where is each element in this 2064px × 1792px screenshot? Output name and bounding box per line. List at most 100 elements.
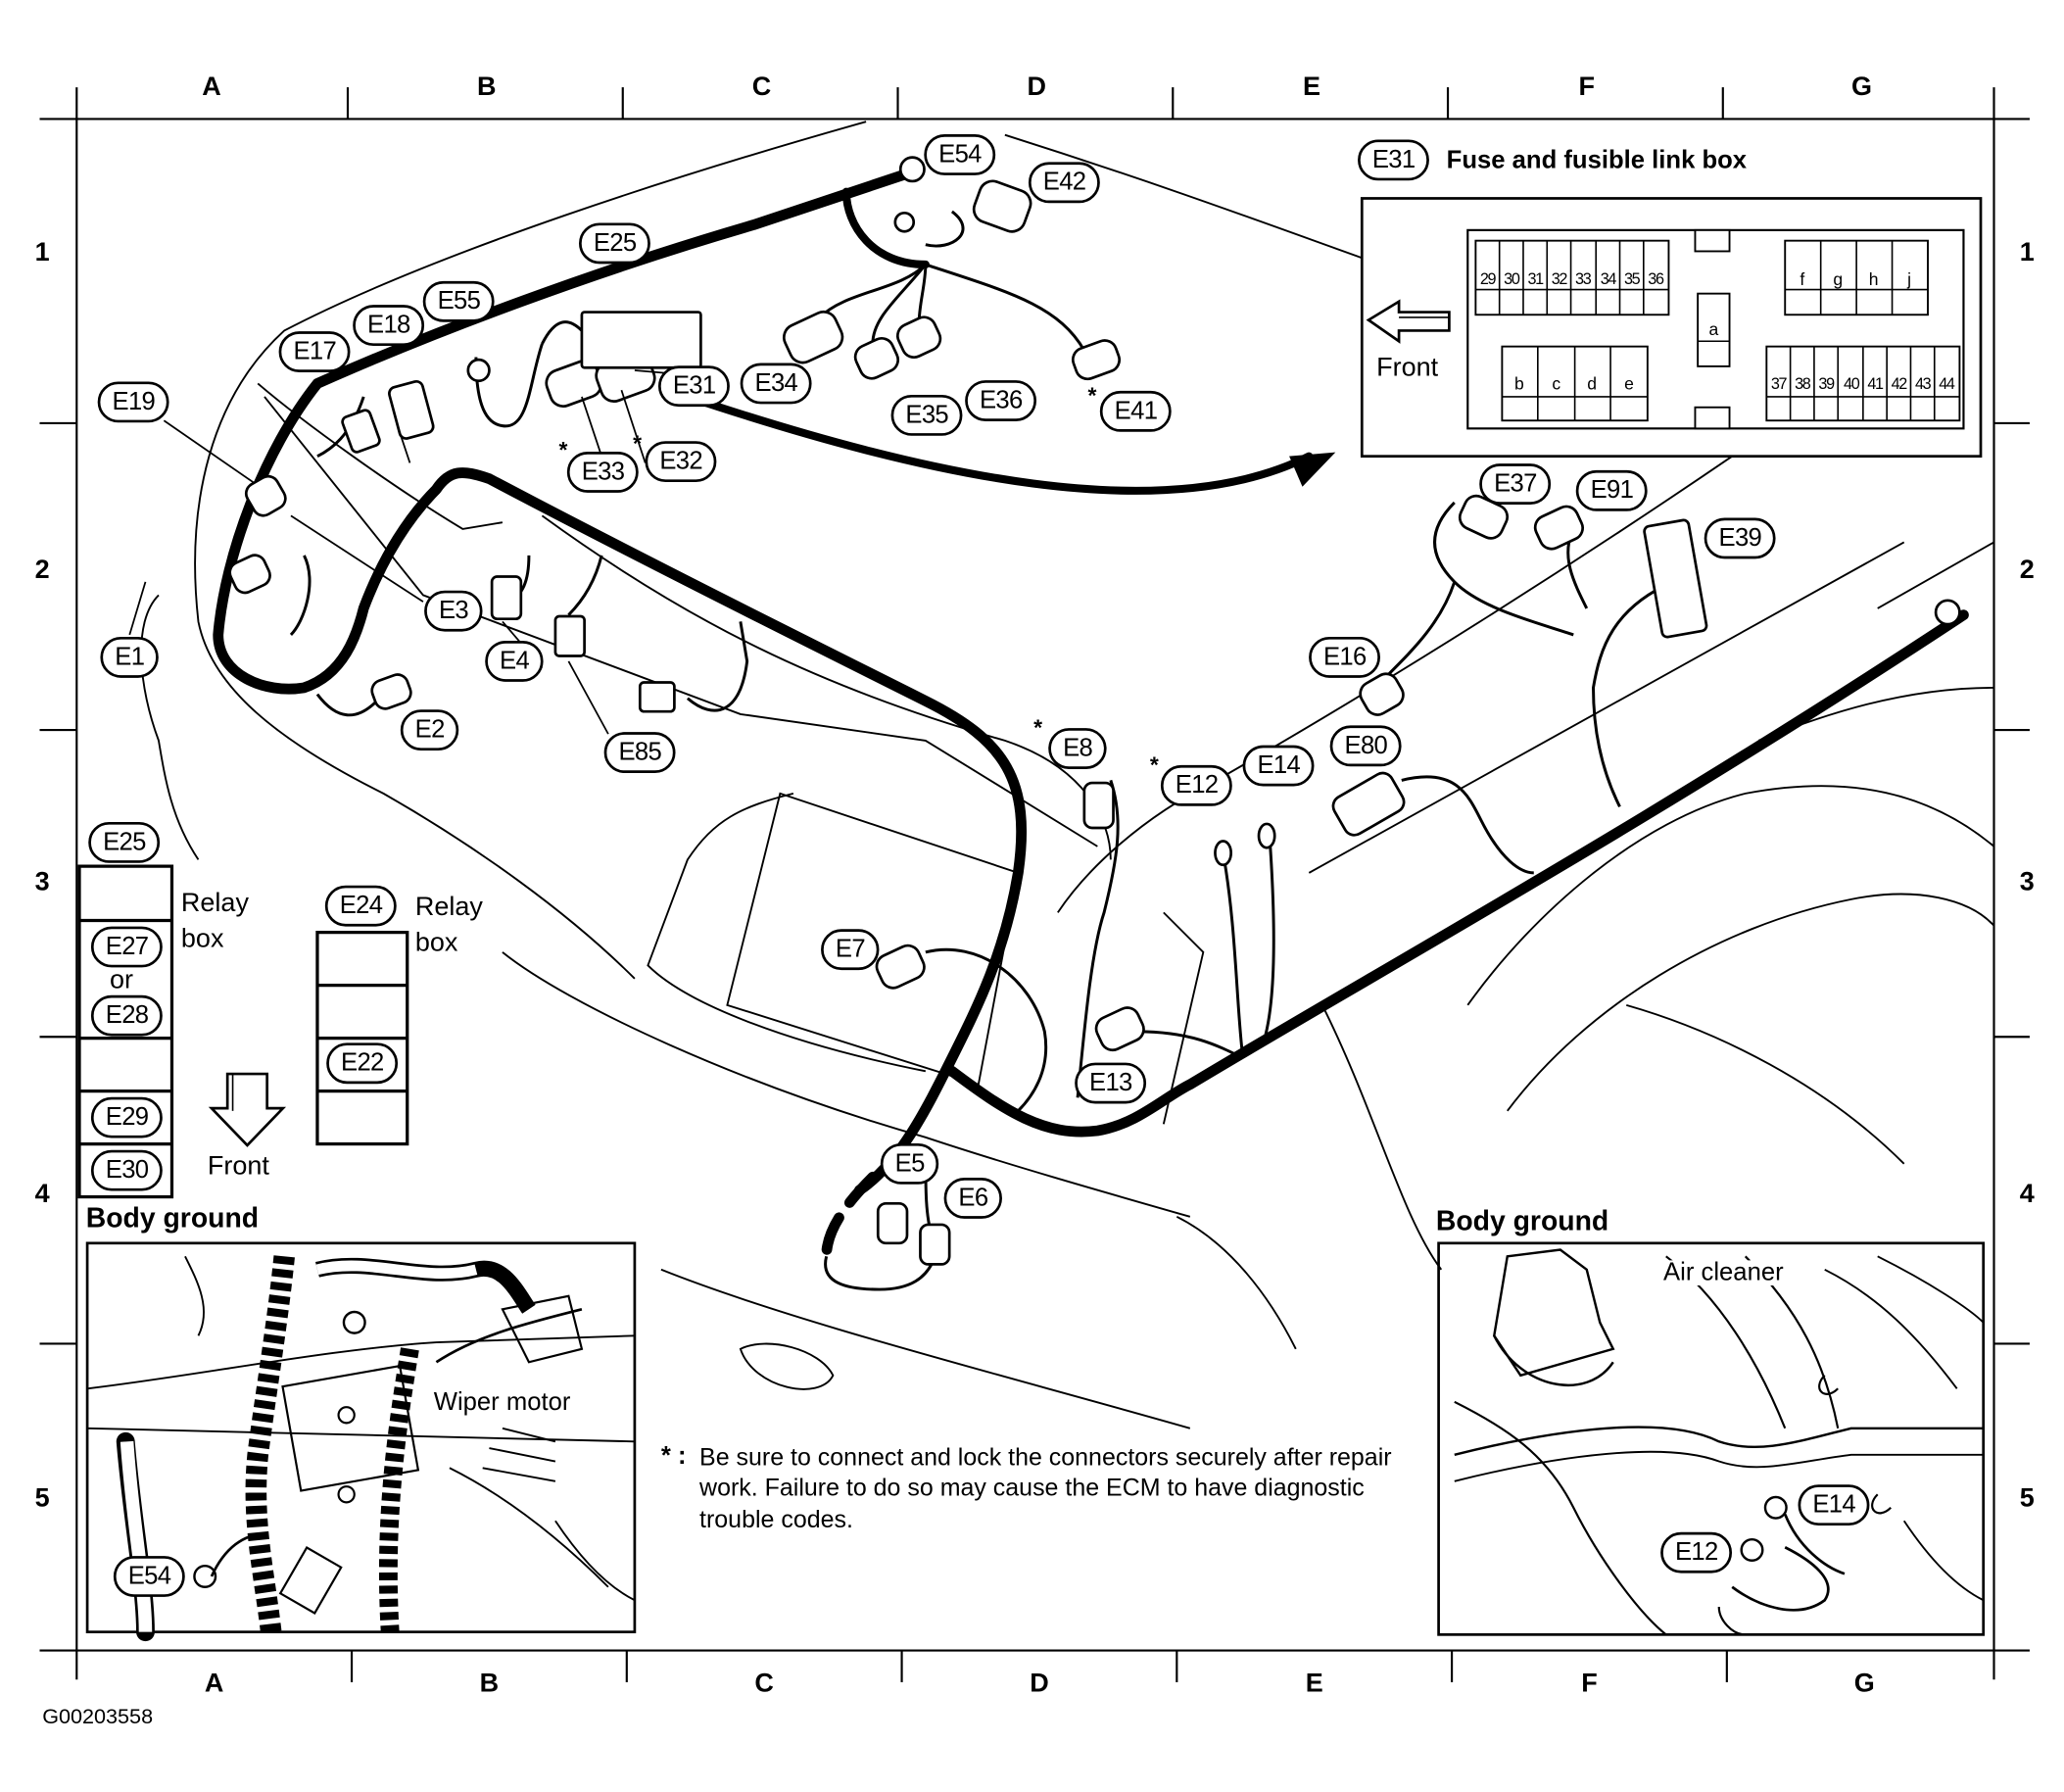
branch-wires — [289, 210, 1674, 1291]
connector-tag-e17: E17 — [278, 331, 351, 372]
relay-tag-e30: E30 — [90, 1149, 164, 1191]
grid-row-right-2: 2 — [2019, 555, 2035, 585]
fuse-cell: 37 — [1770, 373, 1788, 393]
connector-tag-e32: E32 — [645, 441, 717, 482]
grid-row-left-4: 4 — [34, 1180, 50, 1209]
connector-tag-e6: E6 — [943, 1178, 1003, 1219]
front-label: Front — [207, 1151, 269, 1182]
relay-tag-e24: E24 — [324, 885, 398, 927]
marker-e8: * — [1033, 715, 1043, 741]
fuse-cell: 42 — [1891, 373, 1908, 393]
fuse-cell: 33 — [1575, 269, 1592, 289]
grid-col-bottom-e: E — [1305, 1669, 1323, 1699]
fuse-cell: d — [1587, 373, 1598, 394]
grid-col-bottom-a: A — [204, 1669, 224, 1699]
figure-code: G00203558 — [42, 1706, 154, 1729]
fuse-cell: e — [1624, 373, 1634, 394]
connector-tag-e5: E5 — [880, 1142, 939, 1185]
connector-tag-e37: E37 — [1479, 463, 1552, 505]
fuse-cell: 40 — [1844, 373, 1860, 393]
relay-box-left-frame — [77, 864, 174, 1199]
fuse-cell: 41 — [1867, 373, 1884, 393]
grid-col-bottom-d: D — [1030, 1669, 1049, 1699]
grid-col-top-e: E — [1302, 73, 1321, 102]
relay-box-left-label-2: box — [180, 924, 224, 954]
marker-e41: * — [1087, 383, 1097, 410]
relay-tag-e25: E25 — [88, 821, 161, 863]
grid-col-top-f: F — [1578, 73, 1596, 102]
grid-col-bottom-b: B — [479, 1669, 500, 1699]
fuse-cell: h — [1868, 268, 1879, 289]
relay-box-right-frame — [315, 930, 409, 1146]
connector-tag-e42: E42 — [1028, 162, 1101, 204]
connector-tag-e3: E3 — [424, 590, 483, 632]
fuse-cell: 38 — [1795, 373, 1811, 393]
connector-tag-e14: E14 — [1242, 745, 1315, 787]
marker-e12: * — [1149, 752, 1159, 778]
grid-col-top-a: A — [202, 73, 221, 102]
relay-box-right-label-2: box — [414, 928, 458, 958]
relay-box-left-label-1: Relay — [180, 889, 249, 918]
grid-row-left-3: 3 — [34, 867, 50, 897]
connector-tag-e33: E33 — [566, 451, 640, 493]
connector-tag-e31: E31 — [657, 365, 731, 408]
front-arrow-icon — [208, 1072, 287, 1147]
note-prefix: * : — [660, 1442, 687, 1471]
grid-col-bottom-c: C — [754, 1669, 774, 1699]
body-ground-right-tag-e12: E12 — [1660, 1531, 1733, 1574]
fuse-cell: 43 — [1914, 373, 1932, 393]
fuse-cell: 44 — [1939, 373, 1955, 393]
fuse-cell: 35 — [1623, 269, 1641, 289]
fuse-box-front-label: Front — [1376, 353, 1439, 383]
connector-tag-e54: E54 — [924, 134, 996, 175]
fuse-cell: b — [1514, 373, 1524, 394]
connector-tag-e8: E8 — [1048, 728, 1107, 769]
body-ground-right-tag-e14: E14 — [1798, 1484, 1870, 1526]
connector-tag-e16: E16 — [1309, 636, 1381, 678]
body-ground-right-title: Body ground — [1435, 1206, 1609, 1237]
fuse-cell: 32 — [1551, 269, 1568, 289]
grid-col-bottom-f: F — [1581, 1669, 1598, 1699]
grid-frame — [39, 87, 2030, 1682]
relay-tag-e22: E22 — [326, 1042, 399, 1085]
connector-tag-e36: E36 — [965, 380, 1037, 421]
fuse-box-pointer-arrow — [1289, 452, 1336, 487]
fuse-cell: j — [1907, 268, 1912, 289]
connector-tag-e4: E4 — [485, 641, 544, 682]
grid-row-right-1: 1 — [2019, 237, 2035, 267]
grid-col-top-g: G — [1851, 73, 1873, 102]
body-ground-left-inset — [85, 1241, 637, 1642]
grid-col-top-c: C — [751, 73, 772, 102]
wiper-motor-label: Wiper motor — [433, 1388, 571, 1417]
connector-tag-e41: E41 — [1099, 390, 1173, 432]
body-ground-right-inset — [1437, 1241, 1986, 1636]
connector-tag-e91: E91 — [1575, 469, 1649, 511]
connector-tag-e18: E18 — [353, 305, 425, 346]
grid-col-top-d: D — [1027, 73, 1046, 102]
grid-col-top-b: B — [476, 73, 497, 102]
connector-tag-e55: E55 — [422, 280, 496, 322]
grid-row-left-2: 2 — [34, 555, 50, 585]
relay-tag-e28: E28 — [90, 994, 164, 1037]
connector-tag-e35: E35 — [890, 394, 963, 436]
connector-tag-e2: E2 — [400, 709, 459, 751]
fuse-cell: 30 — [1504, 269, 1520, 289]
connector-tag-e13: E13 — [1075, 1062, 1147, 1104]
connector-tag-e1: E1 — [100, 636, 160, 678]
fuse-cell: a — [1708, 318, 1719, 340]
service-note: Be sure to connect and lock the connecto… — [699, 1442, 1392, 1533]
fuse-box-panel — [1360, 197, 1983, 459]
fuse-box-title: Fuse and fusible link box — [1446, 146, 1748, 175]
connector-tag-e34: E34 — [740, 363, 812, 405]
connector-tag-e85: E85 — [603, 732, 676, 773]
relay-or-text: or — [110, 965, 134, 995]
fuse-cell: c — [1552, 373, 1561, 394]
fuse-cell: f — [1800, 268, 1805, 289]
connector-tag-e25: E25 — [579, 222, 651, 265]
marker-e32: * — [633, 431, 643, 457]
body-ground-left-title: Body ground — [85, 1203, 260, 1235]
connector-tag-e12: E12 — [1160, 764, 1233, 806]
body-ground-left-tag-e54: E54 — [113, 1556, 186, 1597]
